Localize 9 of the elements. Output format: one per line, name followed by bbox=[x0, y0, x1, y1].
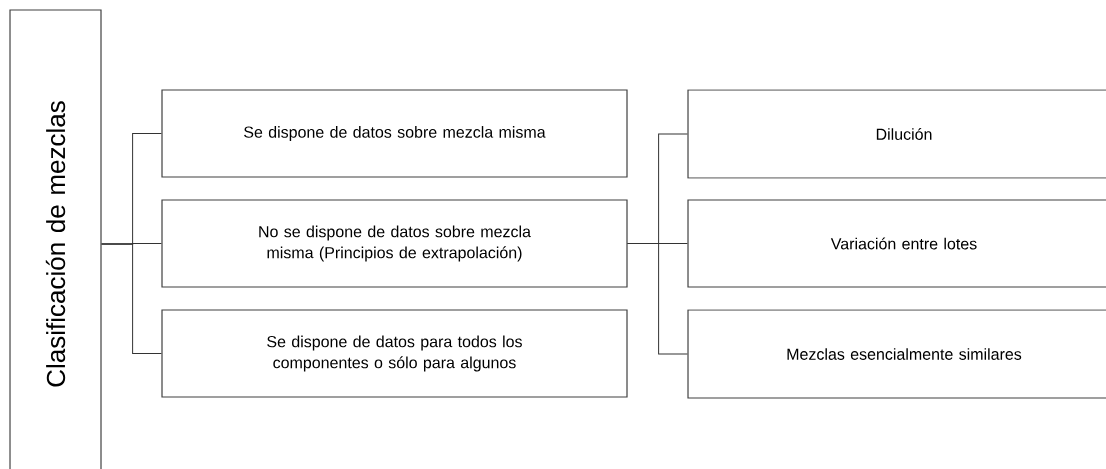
title-box: Clasificación de mezclas bbox=[9, 9, 102, 469]
category-box: Se dispone de datos para todos los componentes o sólo para algunos bbox=[161, 309, 628, 398]
category-box: No se dispone de datos sobre mezcla misma (Principios de extrapolación) bbox=[161, 199, 628, 288]
category-box: Dilución bbox=[687, 89, 1106, 179]
connector-line bbox=[101, 243, 162, 354]
connector-line bbox=[627, 243, 688, 355]
category-box: Mezclas esencialmente similares bbox=[687, 309, 1106, 399]
category-box: Se dispone de datos sobre mezcla misma bbox=[161, 89, 628, 178]
category-box: Variación entre lotes bbox=[687, 199, 1106, 288]
